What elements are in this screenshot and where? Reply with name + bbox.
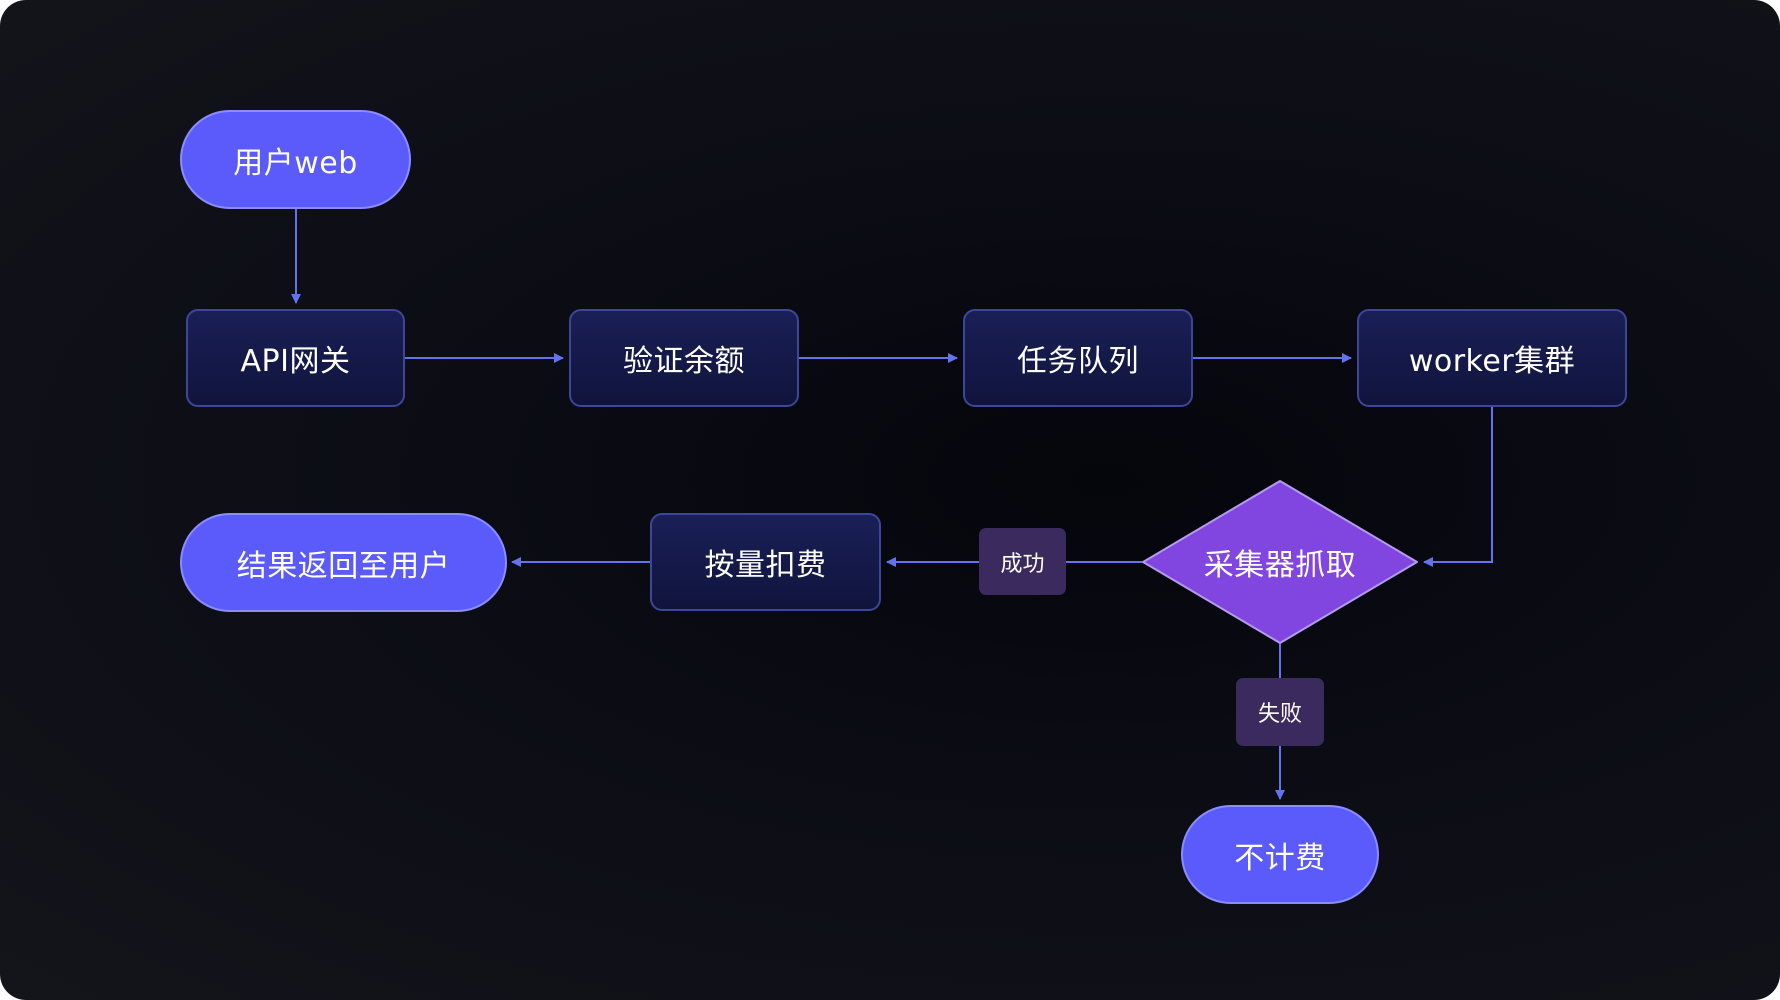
node-api-gateway-label: API网关: [240, 344, 351, 379]
node-return-result[interactable]: 结果返回至用户: [180, 513, 507, 612]
node-collector-fetch-label: 采集器抓取: [1203, 548, 1357, 583]
node-task-queue-label: 任务队列: [1017, 344, 1139, 379]
node-worker-cluster[interactable]: worker集群: [1357, 309, 1627, 407]
node-worker-cluster-label: worker集群: [1408, 344, 1576, 379]
edge-label-failure: 失败: [1236, 678, 1324, 746]
edge-label-success-text: 成功: [1000, 551, 1045, 577]
edge-label-success: 成功: [979, 528, 1066, 595]
node-user-web-label: 用户web: [233, 145, 358, 181]
decision-diamond-shape: [1142, 480, 1418, 644]
node-no-charge[interactable]: 不计费: [1181, 805, 1379, 904]
node-charge-by-usage[interactable]: 按量扣费: [650, 513, 881, 611]
node-charge-by-usage-label: 按量扣费: [704, 548, 827, 583]
node-verify-balance-label: 验证余额: [623, 344, 745, 379]
edge-worker-cluster-to-collector: [1423, 406, 1493, 567]
node-api-gateway[interactable]: API网关: [186, 309, 405, 407]
node-collector-fetch[interactable]: 采集器抓取: [1143, 481, 1417, 643]
node-verify-balance[interactable]: 验证余额: [569, 309, 799, 407]
edge-label-failure-text: 失败: [1257, 702, 1302, 727]
node-return-result-label: 结果返回至用户: [236, 548, 451, 584]
node-user-web[interactable]: 用户web: [180, 110, 411, 209]
node-no-charge-label: 不计费: [1234, 840, 1326, 876]
node-task-queue[interactable]: 任务队列: [963, 309, 1193, 407]
